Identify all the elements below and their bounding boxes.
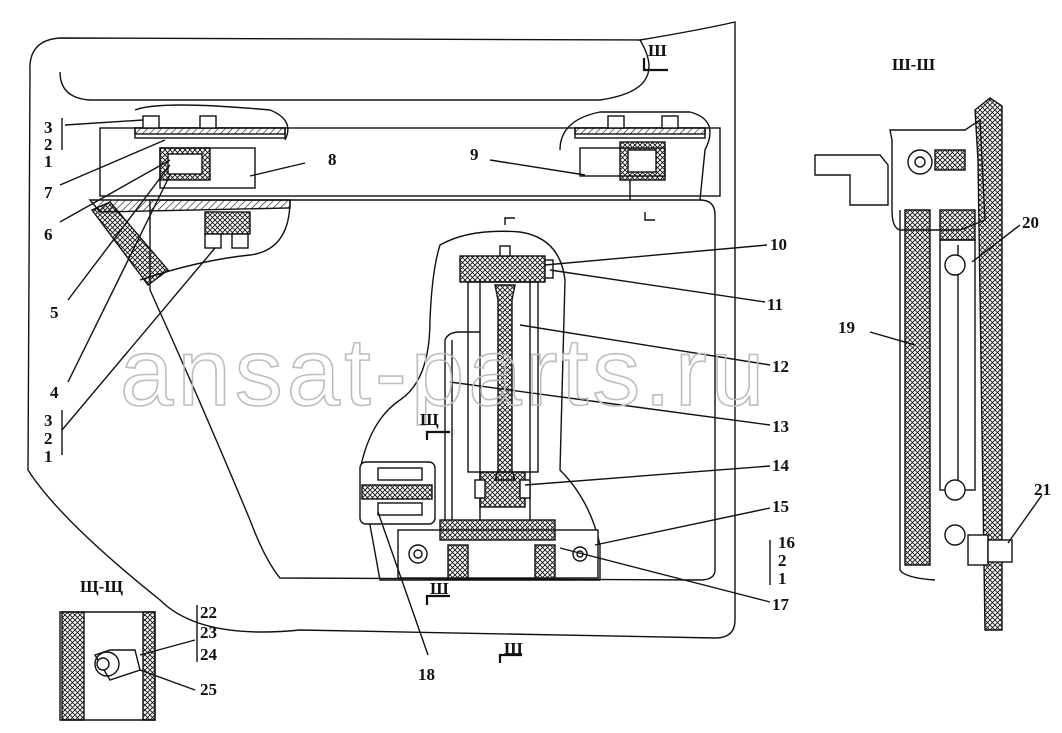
section-title-sha: Ш-Ш: [892, 55, 935, 74]
callout-1-right: 1: [778, 569, 787, 588]
callout-5: 5: [50, 303, 59, 322]
section-mark-sha-bottom: Ш: [430, 579, 449, 598]
watermark: ansat-parts.ru: [120, 319, 768, 426]
callout-13: 13: [772, 417, 789, 436]
section-mark-sha-top: Ш: [648, 41, 667, 60]
callout-3-bottom: 3: [44, 411, 53, 430]
callout-8: 8: [328, 150, 337, 169]
callout-18: 18: [418, 665, 435, 684]
callout-23: 23: [200, 623, 217, 642]
callout-9: 9: [470, 145, 479, 164]
callouts: 3 2 1 7 6 5 4 3 2 1 8 9 10 11 12 13 14 1…: [44, 118, 1051, 699]
callout-19: 19: [838, 318, 855, 337]
callout-12: 12: [772, 357, 789, 376]
section-marks: [425, 58, 668, 663]
section-sha-view: [814, 97, 1043, 631]
callout-2-bottom: 2: [44, 429, 53, 448]
section-labels: Ш-Ш Щ-Щ Ш Ш Ш Щ: [80, 41, 935, 658]
callout-7: 7: [44, 183, 53, 202]
leader-lines: [59, 118, 771, 656]
section-title-shcha: Щ-Щ: [80, 577, 123, 596]
callout-6: 6: [44, 225, 53, 244]
callout-15: 15: [772, 497, 789, 516]
lift-cutout: [359, 230, 601, 581]
callout-11: 11: [767, 295, 783, 314]
callout-14: 14: [772, 456, 790, 475]
callout-1-bottom: 1: [44, 447, 53, 466]
callout-2-right: 2: [778, 551, 787, 570]
callout-3-top: 3: [44, 118, 53, 137]
callout-10: 10: [770, 235, 787, 254]
callout-22: 22: [200, 603, 217, 622]
main-view: [27, 21, 736, 639]
callout-17: 17: [772, 595, 790, 614]
top-roller: [459, 255, 546, 283]
callout-4: 4: [50, 383, 59, 402]
section-mark-sha-base: Ш: [504, 639, 523, 658]
callout-20: 20: [1022, 213, 1039, 232]
callout-1-top: 1: [44, 152, 53, 171]
section-mark-shcha: Щ: [420, 410, 439, 429]
callout-21: 21: [1034, 480, 1051, 499]
section-shcha-view: [59, 605, 198, 721]
callout-24: 24: [200, 645, 218, 664]
callout-25: 25: [200, 680, 217, 699]
inner-panel: [149, 199, 716, 581]
callout-2-top: 2: [44, 135, 53, 154]
callout-16: 16: [778, 533, 795, 552]
